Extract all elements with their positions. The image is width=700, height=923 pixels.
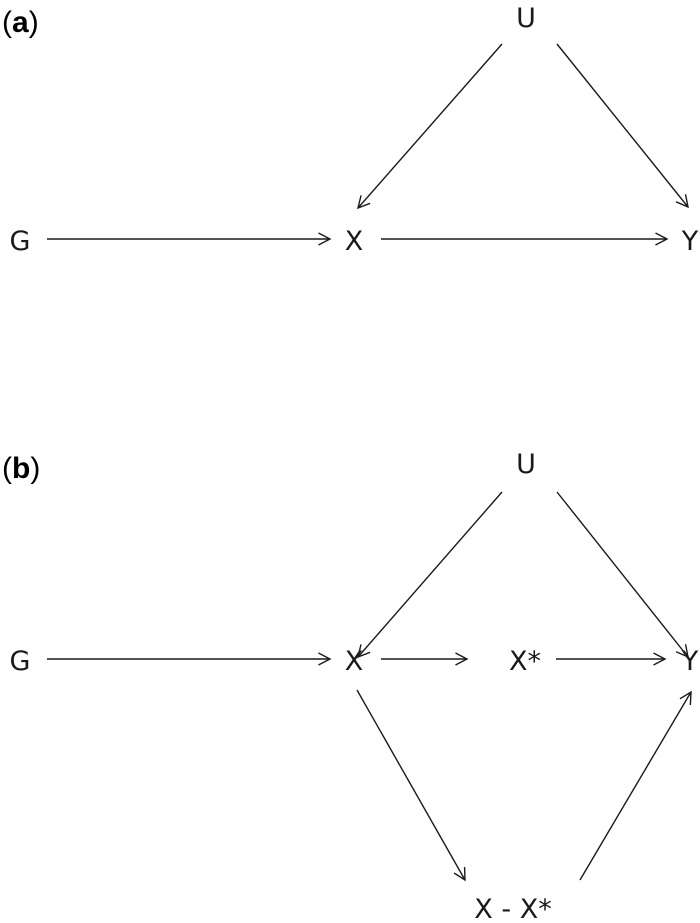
arrowhead-icon bbox=[357, 644, 371, 659]
arrowhead-icon bbox=[655, 232, 669, 246]
edge-g-to-x bbox=[47, 232, 332, 246]
arrowhead-icon bbox=[318, 652, 332, 666]
arrowhead-icon bbox=[453, 866, 466, 882]
edge-u-to-y bbox=[556, 491, 689, 659]
arrowhead-icon bbox=[653, 652, 667, 666]
edge-x-to-y bbox=[381, 232, 669, 246]
edge-line bbox=[579, 691, 692, 881]
node-x-star: X* bbox=[509, 646, 541, 677]
node-x-minus-x-star: X - X* bbox=[474, 894, 551, 923]
edge-u-to-x bbox=[357, 491, 503, 659]
arrowhead-icon bbox=[357, 195, 371, 210]
edge-u-to-x bbox=[357, 43, 503, 210]
node-x: X bbox=[345, 646, 364, 677]
panel-a: (a) U G X Y bbox=[2, 3, 699, 257]
edge-x-minus-xstar-to-y bbox=[579, 690, 692, 881]
panel-a-label: (a) bbox=[2, 6, 39, 39]
arrowhead-icon bbox=[455, 652, 469, 666]
node-x: X bbox=[345, 226, 364, 257]
edge-xstar-to-y bbox=[556, 652, 667, 666]
edge-line bbox=[556, 43, 689, 208]
edge-line bbox=[556, 491, 689, 658]
edge-g-to-x bbox=[47, 652, 332, 666]
edge-x-to-x-minus-xstar bbox=[356, 689, 466, 882]
arrowhead-icon bbox=[675, 194, 689, 209]
node-y: Y bbox=[681, 226, 699, 257]
edge-line bbox=[356, 689, 466, 881]
edge-x-to-xstar bbox=[381, 652, 469, 666]
node-y: Y bbox=[681, 646, 699, 677]
panel-b: (b) U G X X* Y X - X* bbox=[2, 449, 699, 923]
node-u: U bbox=[516, 3, 536, 34]
arrowhead-icon bbox=[679, 690, 692, 706]
node-g: G bbox=[10, 646, 31, 677]
edge-line bbox=[357, 491, 503, 658]
arrowhead-icon bbox=[675, 644, 689, 659]
arrowhead-icon bbox=[318, 232, 332, 246]
node-u: U bbox=[516, 449, 536, 480]
node-g: G bbox=[10, 226, 31, 257]
edge-line bbox=[357, 43, 503, 209]
edge-u-to-y bbox=[556, 43, 689, 209]
panel-b-label: (b) bbox=[2, 452, 40, 485]
